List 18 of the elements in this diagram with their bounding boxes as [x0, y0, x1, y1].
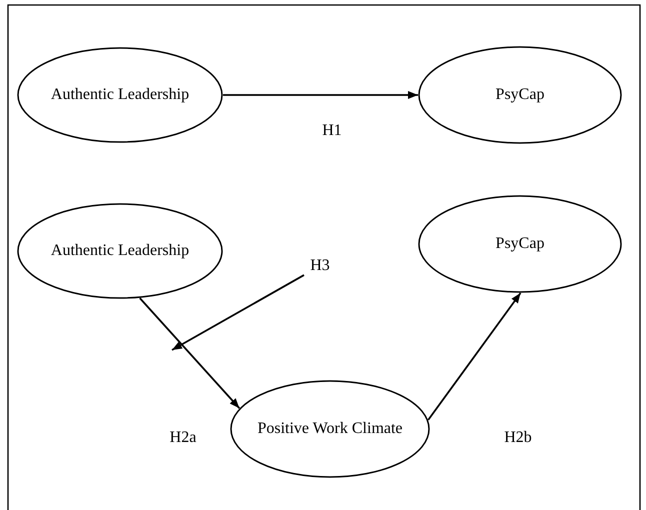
construct-ellipse [418, 195, 622, 293]
construct-ellipse [17, 203, 223, 299]
construct-label: PsyCap [494, 234, 546, 254]
construct-label: Authentic Leadership [50, 85, 190, 105]
arrow [428, 292, 522, 420]
construct-ellipse [17, 47, 223, 143]
edge-label: H1 [322, 122, 342, 140]
construct-ellipse [418, 46, 622, 144]
construct-label: Positive Work Climate [256, 419, 404, 439]
construct-ellipse [230, 380, 430, 478]
arrow [139, 298, 240, 409]
construct-label: PsyCap [494, 85, 546, 105]
arrow [172, 274, 304, 351]
hypothesis-label: H3 [310, 256, 330, 276]
edge-label: H2a [170, 429, 196, 447]
edge-label: H2b [504, 429, 532, 447]
construct-label: Authentic Leadership [50, 241, 190, 261]
arrow [223, 91, 418, 99]
